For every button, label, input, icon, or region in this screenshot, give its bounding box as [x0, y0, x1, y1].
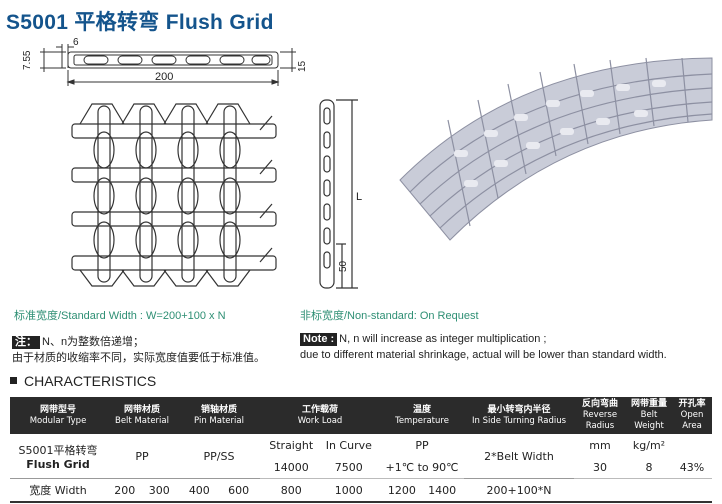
dim-200: 200: [155, 71, 173, 83]
straight-label: Straight: [269, 438, 314, 452]
reverse-unit-cell: mm: [589, 438, 611, 452]
characteristics-heading: CHARACTERISTICS: [10, 373, 156, 389]
temp-material-cell: PP: [415, 438, 429, 452]
dim-l: L: [356, 191, 362, 203]
load-labels-cell: Straight In Curve: [260, 434, 380, 456]
table-row: S5001平格转弯 Flush Grid PP PP/SS Straight In…: [10, 434, 712, 471]
in-curve-value: 7500: [334, 460, 363, 474]
cn-note-line2: 由于材质的收缩率不同，实际宽度值要低于标准值。: [12, 352, 265, 364]
width-blank: [574, 478, 626, 503]
dim-50: 50: [338, 260, 349, 272]
model-cell: S5001平格转弯 Flush Grid: [10, 434, 106, 479]
width-blank: [672, 478, 712, 503]
technical-drawing: 6 7.55 15 200: [22, 37, 713, 289]
en-note-tag: Note :: [300, 333, 338, 346]
weight-unit-cell: kg/m²: [632, 438, 666, 452]
dim-7-55: 7.55: [22, 50, 33, 70]
cn-note-tag: 注：: [12, 336, 40, 349]
dim-6: 6: [73, 37, 79, 48]
width-blank: [626, 478, 672, 503]
non-standard-note: 非标宽度/Non-standard: On Request: [300, 310, 479, 322]
load-values-cell: 14000 7500: [260, 456, 380, 479]
width-value: 200+100*N: [464, 478, 574, 503]
en-note-line1: Note :N, n will increase as integer mult…: [300, 333, 546, 346]
side-elevation: [319, 99, 358, 289]
width-label: 宽度 Width: [10, 478, 106, 503]
belt-material-cell: PP: [135, 449, 149, 463]
standard-width-note: 标准宽度/Standard Width : W=200+100 x N: [14, 310, 226, 322]
side-view: [40, 44, 296, 86]
pin-material-cell: PP/SS: [203, 449, 235, 463]
turning-radius-cell: 2*Belt Width: [484, 449, 554, 463]
temp-range-cell: +1℃ to 90℃: [380, 456, 464, 479]
square-bullet-icon: [10, 377, 17, 384]
model-en: Flush Grid: [26, 457, 90, 471]
open-area-blank: [672, 434, 712, 456]
characteristics-title: CHARACTERISTICS: [24, 373, 157, 389]
reverse-value-cell: 30: [574, 456, 626, 479]
in-curve-label: In Curve: [325, 438, 372, 452]
straight-value: 14000: [273, 460, 309, 474]
table-row: 14000 7500 +1℃ to 90℃ 30 8 43%: [10, 456, 712, 479]
cn-note-text1: N、n为整数倍递增；: [42, 336, 145, 348]
model-cn: S5001平格转弯: [18, 443, 98, 457]
open-area-cell: 43%: [672, 456, 712, 479]
belt-product-image: [399, 57, 713, 241]
en-note-text1: N, n will increase as integer multiplica…: [339, 333, 547, 345]
dim-15: 15: [297, 60, 308, 72]
cn-note-line1: 注：N、n为整数倍递增；: [12, 333, 144, 349]
en-note-line2: due to different material shrinkage, act…: [300, 349, 667, 361]
page-title: S5001 平格转弯 Flush Grid: [6, 11, 274, 34]
weight-value-cell: 8: [626, 456, 672, 479]
plan-view: [71, 103, 277, 287]
